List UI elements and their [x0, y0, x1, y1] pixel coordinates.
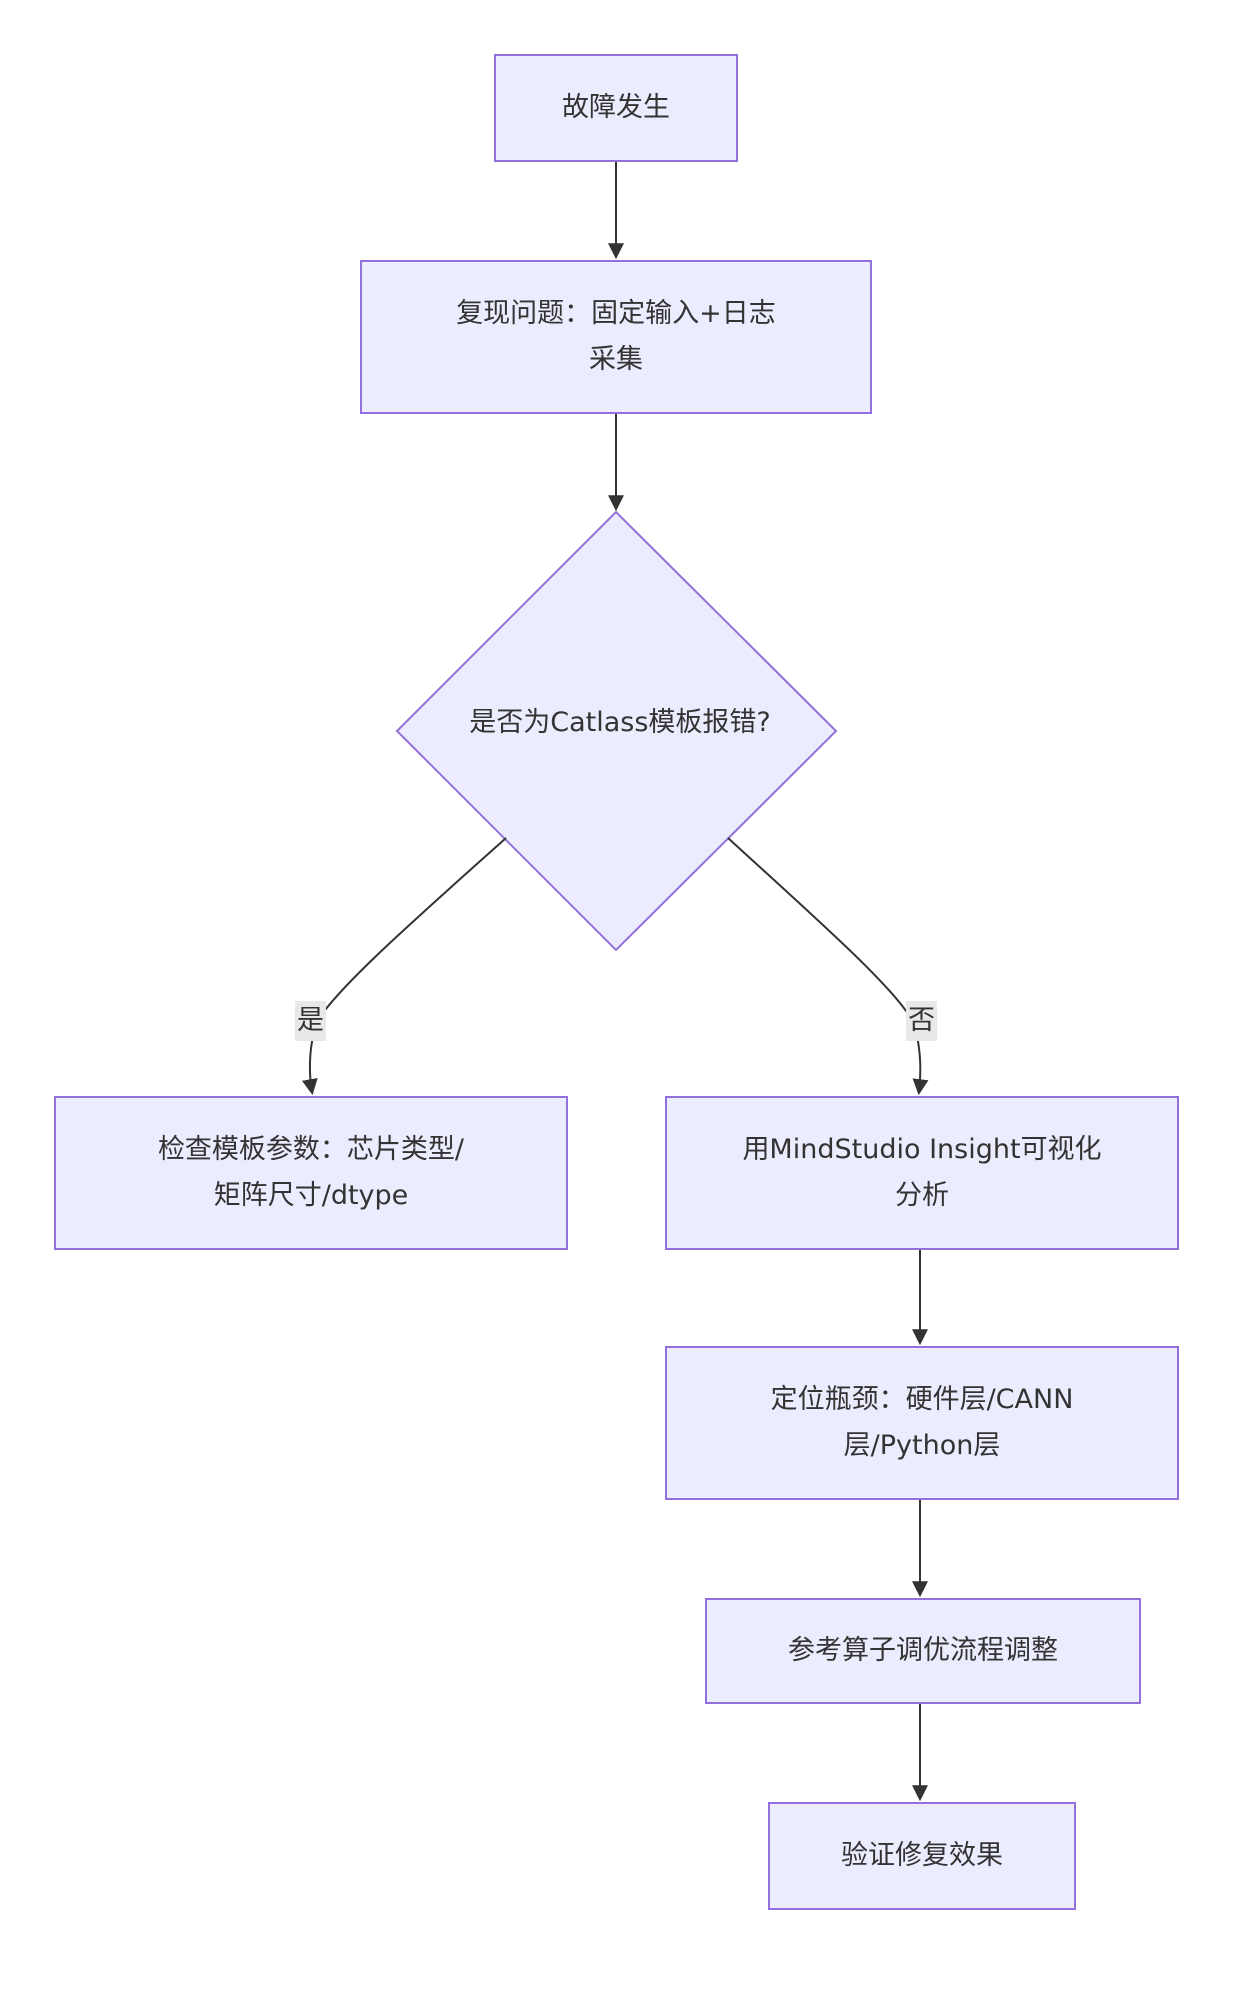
node-operator-tuning: 参考算子调优流程调整 — [705, 1598, 1141, 1704]
edge-label-yes: 是 — [295, 1001, 326, 1041]
decision-label: 是否为Catlass模板报错? — [469, 707, 771, 738]
node-fault-occurs: 故障发生 — [494, 54, 738, 162]
node-check-template-params: 检查模板参数：芯片类型/ 矩阵尺寸/dtype — [54, 1096, 568, 1250]
node-locate-bottleneck-line1: 定位瓶颈：硬件层/CANN — [770, 1384, 1074, 1415]
node-verify-fix: 验证修复效果 — [768, 1802, 1076, 1910]
decision-diamond — [395, 510, 838, 952]
node-reproduce-issue-line1: 复现问题：固定输入+日志 — [456, 298, 776, 329]
node-insight-analysis: 用MindStudio Insight可视化 分析 — [665, 1096, 1179, 1250]
edge-label-no: 否 — [906, 1001, 937, 1041]
node-reproduce-issue: 复现问题：固定输入+日志 采集 — [360, 260, 872, 414]
node-verify-fix-label: 验证修复效果 — [841, 1840, 1003, 1871]
node-reproduce-issue-line2: 采集 — [589, 344, 643, 375]
node-locate-bottleneck-line2: 层/Python层 — [843, 1430, 1001, 1461]
node-check-template-params-line1: 检查模板参数：芯片类型/ — [157, 1134, 465, 1165]
node-operator-tuning-label: 参考算子调优流程调整 — [788, 1635, 1058, 1666]
node-insight-analysis-line2: 分析 — [895, 1180, 949, 1211]
node-insight-analysis-line1: 用MindStudio Insight可视化 — [742, 1134, 1102, 1165]
node-check-template-params-line2: 矩阵尺寸/dtype — [213, 1180, 409, 1211]
edge-decision-to-insight — [727, 837, 929, 1096]
node-locate-bottleneck: 定位瓶颈：硬件层/CANN 层/Python层 — [665, 1346, 1179, 1500]
edge-decision-to-check-template — [301, 837, 507, 1096]
node-fault-occurs-label: 故障发生 — [562, 92, 670, 123]
